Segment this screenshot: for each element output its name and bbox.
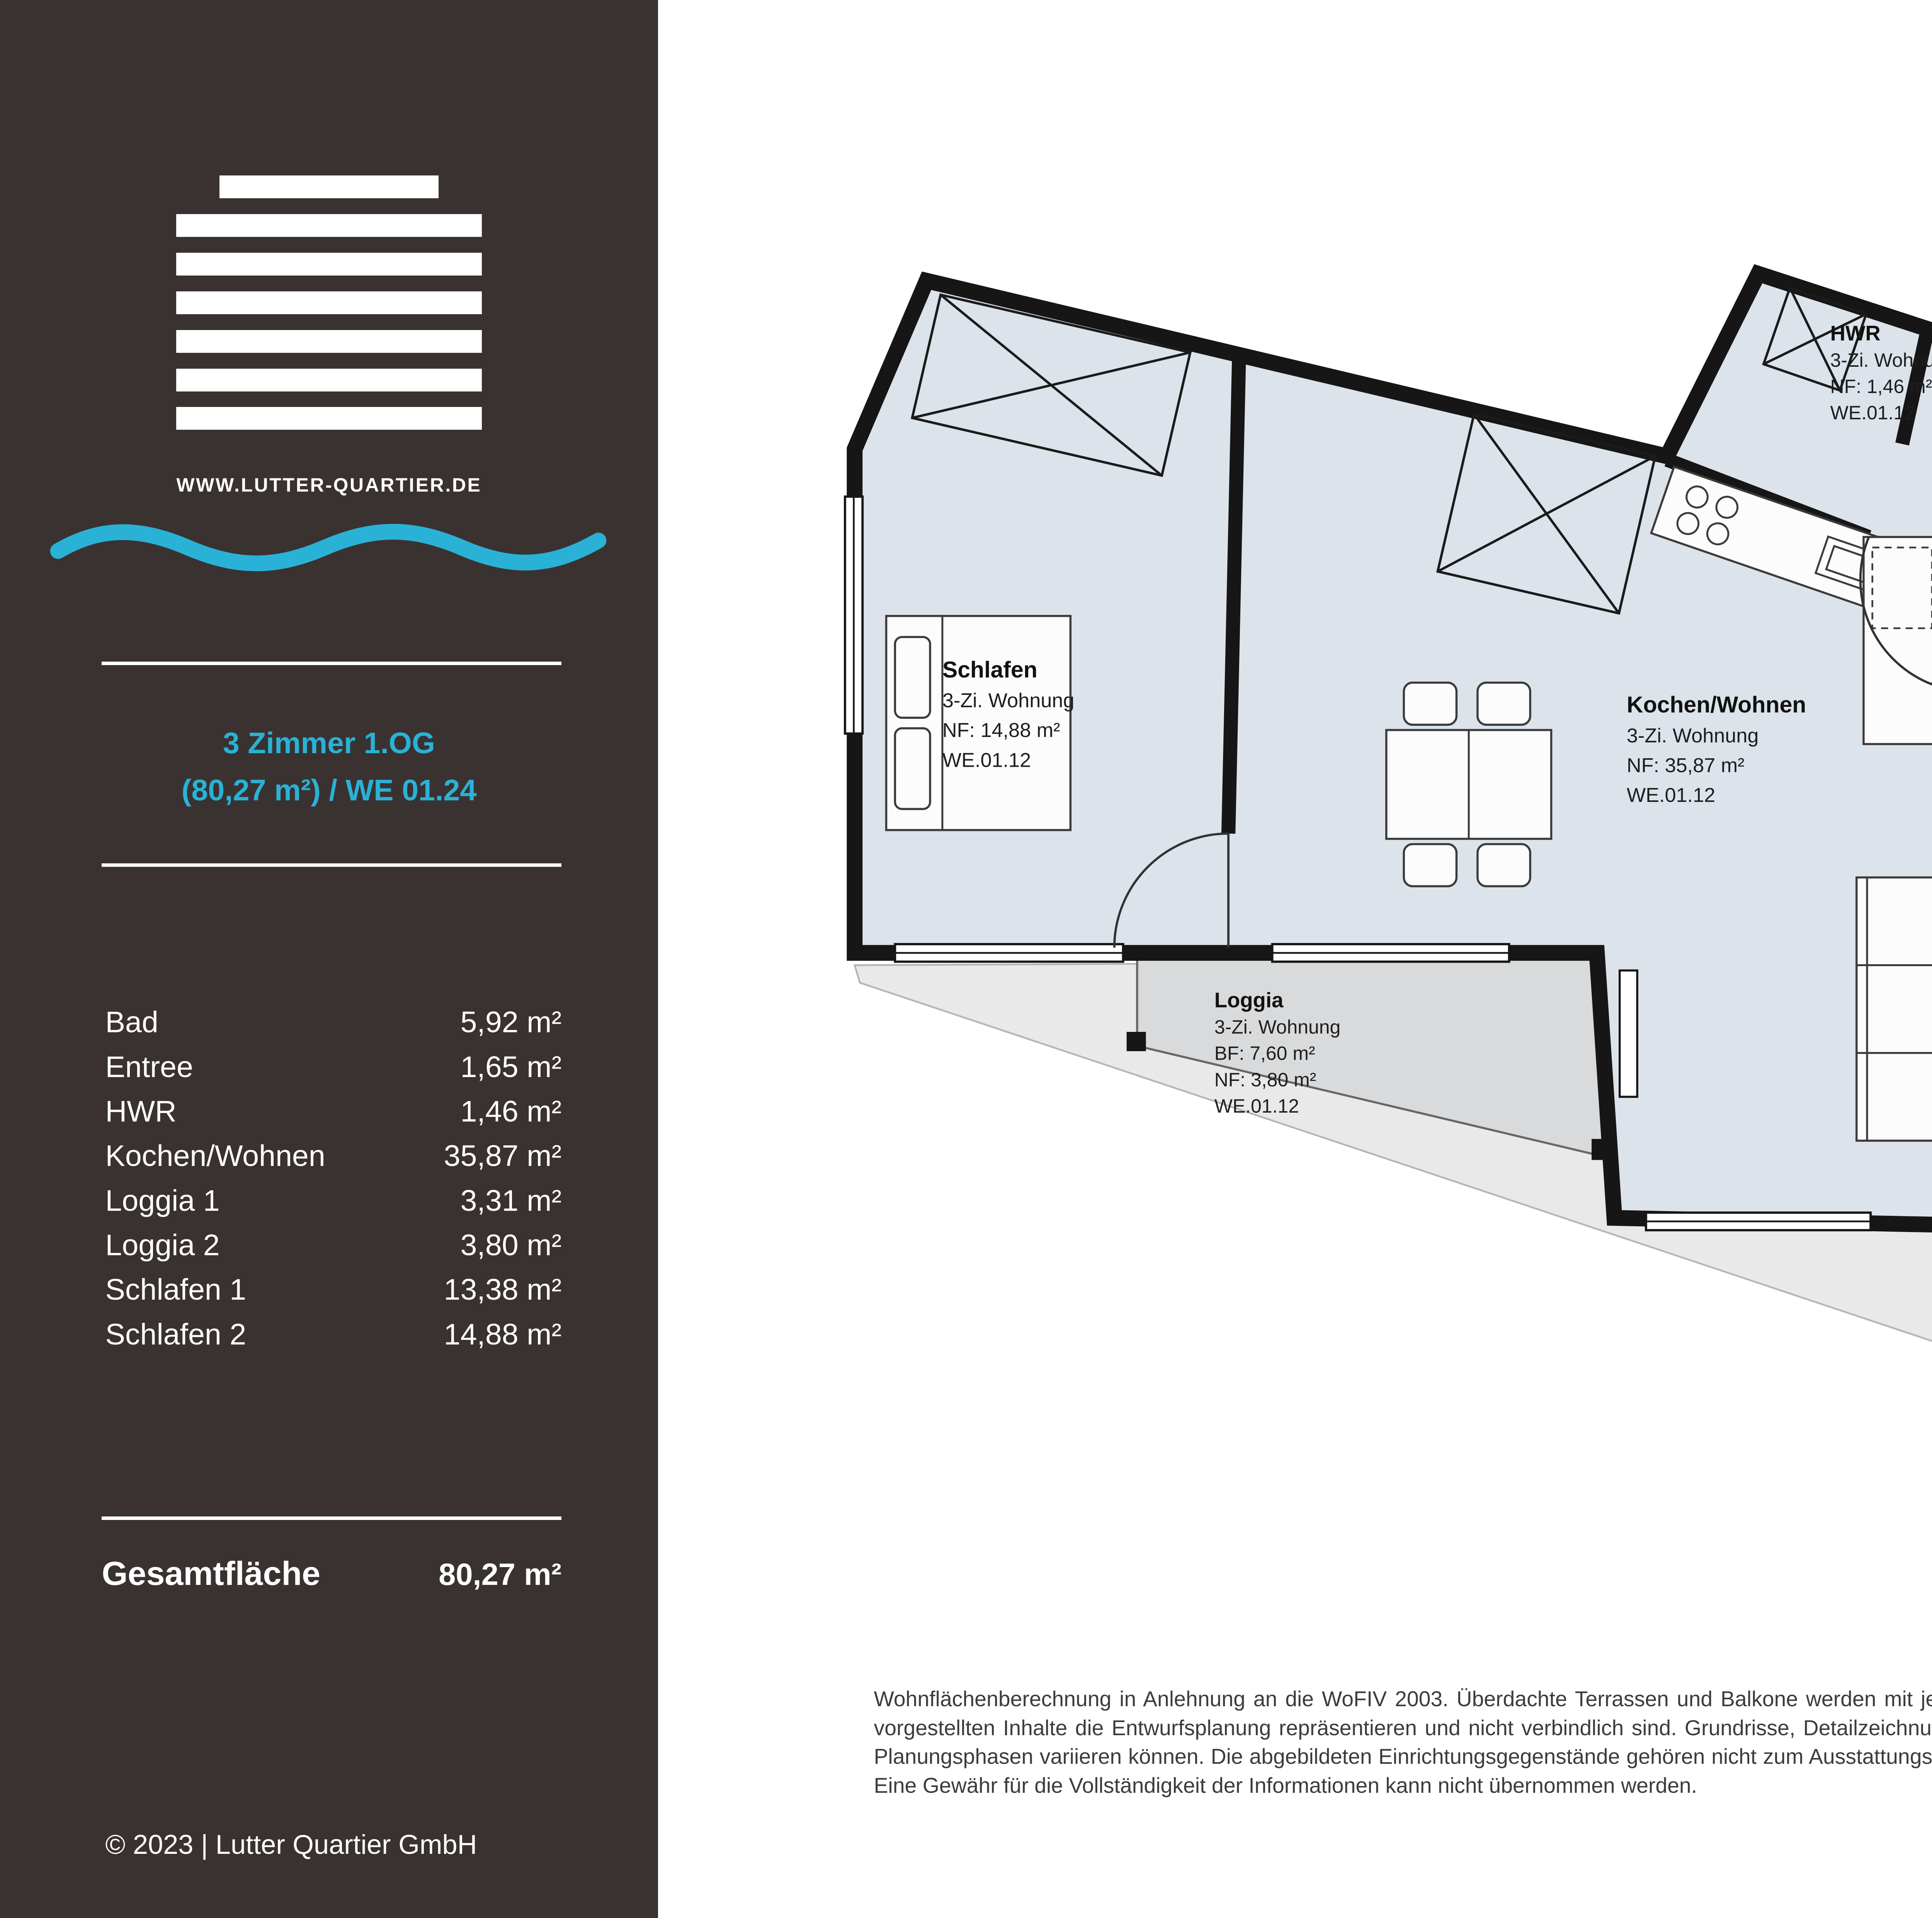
list-item: Schlafen 2 14,88 m² [105, 1312, 561, 1357]
room-label: HWR [105, 1095, 177, 1128]
sofa [1855, 876, 1932, 1142]
floor-plan: Schlafen 3-Zi. Wohnung NF: 14,88 m² WE.0… [844, 264, 1932, 1342]
window [844, 495, 864, 735]
svg-text:3-Zi. Wohnung: 3-Zi. Wohnung [1830, 349, 1932, 371]
total-area-row: Gesamtfläche 80,27 m² [102, 1555, 561, 1593]
logo-bar [176, 252, 482, 276]
hwr-appliance [1762, 286, 1868, 392]
room-value: 1,46 m² [460, 1095, 562, 1128]
logo-bar [176, 291, 482, 314]
list-item: Schlafen 1 13,38 m² [105, 1268, 561, 1312]
list-item: Entree 1,65 m² [105, 1045, 561, 1089]
window [1645, 1211, 1872, 1232]
room-label: Schlafen 2 [105, 1317, 247, 1351]
room-value: 1,65 m² [460, 1050, 562, 1084]
crossed-box [910, 293, 1192, 477]
room-label: Schlafen 1 [105, 1273, 247, 1307]
svg-text:NF: 1,46 m²: NF: 1,46 m² [1830, 376, 1932, 397]
divider [102, 863, 562, 867]
door-entree [1859, 536, 1932, 686]
room-label: Loggia 2 [105, 1229, 220, 1262]
svg-text:3-Zi. Wohnung: 3-Zi. Wohnung [1627, 725, 1759, 747]
room-label: Bad [105, 1006, 158, 1039]
svg-text:NF: 35,87 m²: NF: 35,87 m² [1627, 754, 1745, 777]
dining-table-set [1385, 681, 1553, 887]
list-item: Kochen/Wohnen 35,87 m² [105, 1134, 561, 1178]
logo-bar [176, 330, 482, 353]
logo-bar [176, 407, 482, 430]
svg-text:BF: 7,60 m²: BF: 7,60 m² [1214, 1043, 1315, 1064]
room-value: 14,88 m² [444, 1317, 562, 1351]
website-url: WWW.LUTTER-QUARTIER.DE [176, 474, 482, 496]
svg-text:WE.01.12: WE.01.12 [1627, 784, 1715, 807]
room-value: 5,92 m² [460, 1006, 562, 1039]
doors [1113, 536, 1932, 948]
total-area-value: 80,27 m² [439, 1557, 562, 1592]
svg-text:Schlafen: Schlafen [942, 657, 1037, 682]
svg-text:3-Zi. Wohnung: 3-Zi. Wohnung [1214, 1016, 1340, 1038]
svg-text:WE.01.12: WE.01.12 [1830, 402, 1915, 424]
svg-text:WE.01.12: WE.01.12 [1214, 1095, 1299, 1117]
sliding-door [1618, 969, 1638, 1098]
logo-bar [176, 214, 482, 237]
logo-bar [219, 175, 439, 199]
bed-schlafen-2 [885, 615, 1071, 831]
window [1271, 943, 1510, 963]
list-item: Loggia 1 3,31 m² [105, 1179, 561, 1223]
window [894, 943, 1124, 963]
total-area-label: Gesamtfläche [102, 1555, 321, 1593]
lutter-quartier-logo [0, 175, 658, 446]
room-label-hwr: HWR 3-Zi. Wohnung NF: 1,46 m² WE.01.12 [1830, 322, 1932, 424]
wave-decoration [50, 524, 606, 572]
sidebar: WWW.LUTTER-QUARTIER.DE 3 Zimmer 1.OG (80… [0, 0, 658, 1918]
floor-plan-container: Schlafen 3-Zi. Wohnung NF: 14,88 m² WE.0… [842, 260, 1932, 1523]
room-label-kochen-wohnen: Kochen/Wohnen 3-Zi. Wohnung NF: 35,87 m²… [1627, 692, 1806, 807]
svg-text:NF: 14,88 m²: NF: 14,88 m² [942, 719, 1060, 742]
disclaimer-text: Wohnflächenberechnung in Anlehnung an di… [874, 1687, 1932, 1797]
room-value: 3,80 m² [460, 1229, 562, 1262]
copyright: © 2023 | Lutter Quartier GmbH [105, 1829, 477, 1860]
svg-text:Kochen/Wohnen: Kochen/Wohnen [1627, 692, 1806, 718]
loggia-pillar [1126, 1032, 1146, 1052]
room-value: 13,38 m² [444, 1273, 562, 1307]
svg-text:WE.01.12: WE.01.12 [942, 749, 1031, 771]
svg-text:HWR: HWR [1830, 322, 1880, 345]
room-value: 35,87 m² [444, 1139, 562, 1173]
door-schlafen-2 [1113, 832, 1230, 948]
svg-text:NF: 3,80 m²: NF: 3,80 m² [1214, 1069, 1316, 1091]
room-label: Entree [105, 1050, 193, 1084]
divider [102, 661, 562, 665]
room-label: Loggia 1 [105, 1184, 220, 1217]
list-item: HWR 1,46 m² [105, 1089, 561, 1134]
room-area-list: Bad 5,92 m² Entree 1,65 m² HWR 1,46 m² Koch… [105, 1000, 561, 1357]
crossed-box [1436, 412, 1657, 615]
logo-bar [176, 368, 482, 391]
room-value: 3,31 m² [460, 1184, 562, 1217]
divider [102, 1516, 562, 1520]
windows [844, 495, 1872, 1232]
unit-title-line2: (80,27 m²) / WE 01.24 [181, 774, 477, 807]
svg-text:3-Zi. Wohnung: 3-Zi. Wohnung [942, 689, 1075, 712]
room-label-schlafen-2: Schlafen 3-Zi. Wohnung NF: 14,88 m² WE.0… [942, 657, 1075, 772]
unit-title-line1: 3 Zimmer 1.OG [223, 726, 435, 760]
unit-title: 3 Zimmer 1.OG (80,27 m²) / WE 01.24 [0, 720, 658, 814]
room-label: Kochen/Wohnen [105, 1139, 325, 1173]
list-item: Loggia 2 3,80 m² [105, 1223, 561, 1268]
svg-text:Loggia: Loggia [1214, 989, 1283, 1012]
room-label-loggia-left: Loggia 3-Zi. Wohnung BF: 7,60 m² NF: 3,8… [1214, 989, 1340, 1117]
kitchen-island [1862, 536, 1932, 745]
list-item: Bad 5,92 m² [105, 1000, 561, 1045]
